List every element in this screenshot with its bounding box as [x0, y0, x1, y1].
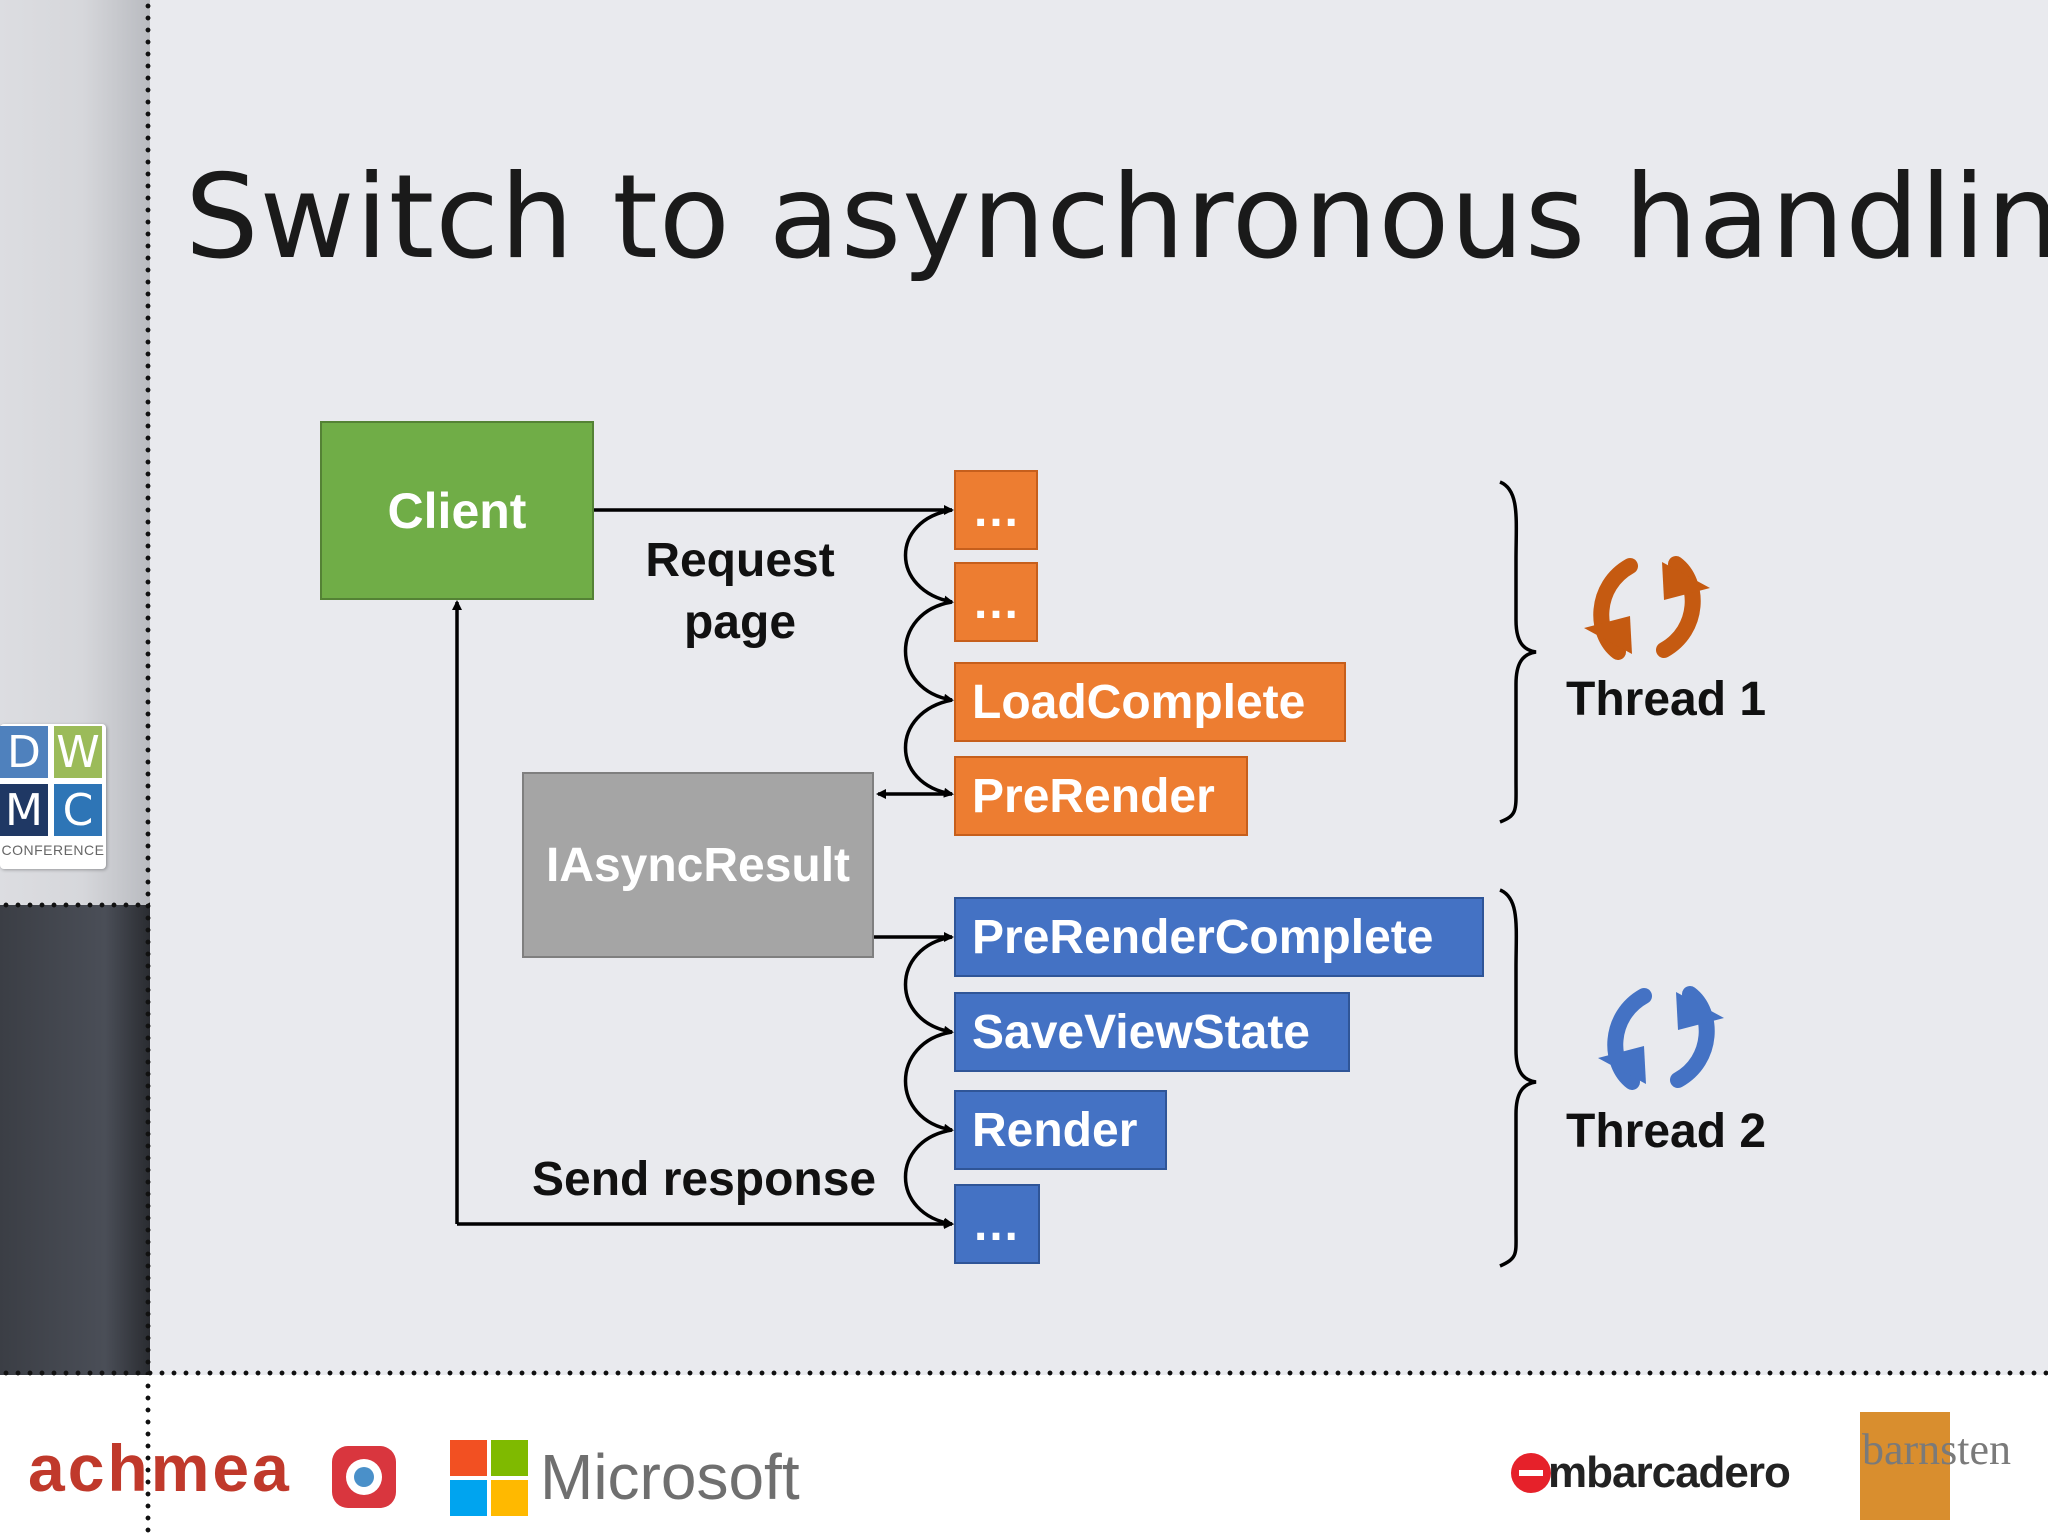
thread1-label: Thread 1	[1566, 673, 1767, 726]
step-curve-3	[903, 698, 954, 798]
thread2-box-ellipsis: …	[954, 1184, 1040, 1264]
loadcomplete-box: LoadComplete	[954, 662, 1346, 742]
microsoft-logo: Microsoft	[540, 1441, 800, 1513]
iasyncresult-label: IAsyncResult	[545, 838, 851, 892]
box-label: …	[972, 1197, 1020, 1251]
thread2-cycle-icon	[1598, 986, 1724, 1090]
box-label: …	[972, 483, 1020, 537]
barnsten-logo: barnsten	[1862, 1425, 2012, 1474]
barnsten-logo-block	[1860, 1412, 1950, 1520]
thread1-cycle-icon	[1584, 556, 1710, 660]
thread1-brace	[1499, 480, 1537, 824]
prerender-box: PreRender	[954, 756, 1248, 836]
slide-title: Switch to asynchronous handling	[185, 150, 2048, 285]
send-response-label: Send response	[532, 1153, 877, 1206]
client-label: Client	[387, 482, 527, 539]
request-page-label: Request page	[645, 534, 835, 649]
dotted-divider-vertical	[145, 0, 151, 1375]
thread2-label: Thread 2	[1566, 1105, 1767, 1158]
badge-cell-w: W	[54, 726, 102, 778]
box-label: Render	[972, 1103, 1138, 1157]
step-curve-6	[903, 1128, 954, 1228]
badge-caption: CONFERENCE	[1, 842, 105, 858]
badge-cell-d: D	[0, 726, 48, 778]
dotted-divider-footer-vertical	[145, 1380, 151, 1536]
step-curve-1	[903, 508, 954, 606]
step-curve-4	[903, 935, 954, 1036]
thread2-brace	[1499, 888, 1537, 1268]
badge-cell-m: M	[0, 784, 48, 836]
step-curve-2	[903, 600, 954, 704]
saveviewstate-box: SaveViewState	[954, 992, 1350, 1072]
client-box: Client	[320, 421, 594, 600]
embarcadero-e-icon	[1511, 1453, 1551, 1493]
embarcadero-logo: mbarcadero	[1548, 1448, 1791, 1497]
box-label: SaveViewState	[972, 1005, 1310, 1059]
achmea-emblem-icon	[332, 1446, 396, 1508]
microsoft-windows-icon	[450, 1440, 528, 1516]
thread1-box-ellipsis-1: …	[954, 470, 1038, 550]
thread1-box-ellipsis-2: …	[954, 562, 1038, 642]
prerendercomplete-box: PreRenderComplete	[954, 897, 1484, 977]
box-label: …	[972, 575, 1020, 629]
box-label: PreRenderComplete	[972, 910, 1434, 964]
step-curve-5	[903, 1030, 954, 1134]
iasyncresult-box: IAsyncResult	[522, 772, 874, 958]
badge-cell-c: C	[54, 784, 102, 836]
sidebar-panel-dark	[0, 905, 150, 1375]
box-label: PreRender	[972, 769, 1215, 823]
dotted-divider-footer	[0, 1370, 2048, 1376]
achmea-logo: achmea	[28, 1431, 292, 1505]
dotted-divider-sidebar	[0, 902, 150, 908]
render-box: Render	[954, 1090, 1167, 1170]
dwmc-conference-badge: D W M C CONFERENCE	[0, 724, 108, 869]
box-label: LoadComplete	[972, 675, 1306, 729]
